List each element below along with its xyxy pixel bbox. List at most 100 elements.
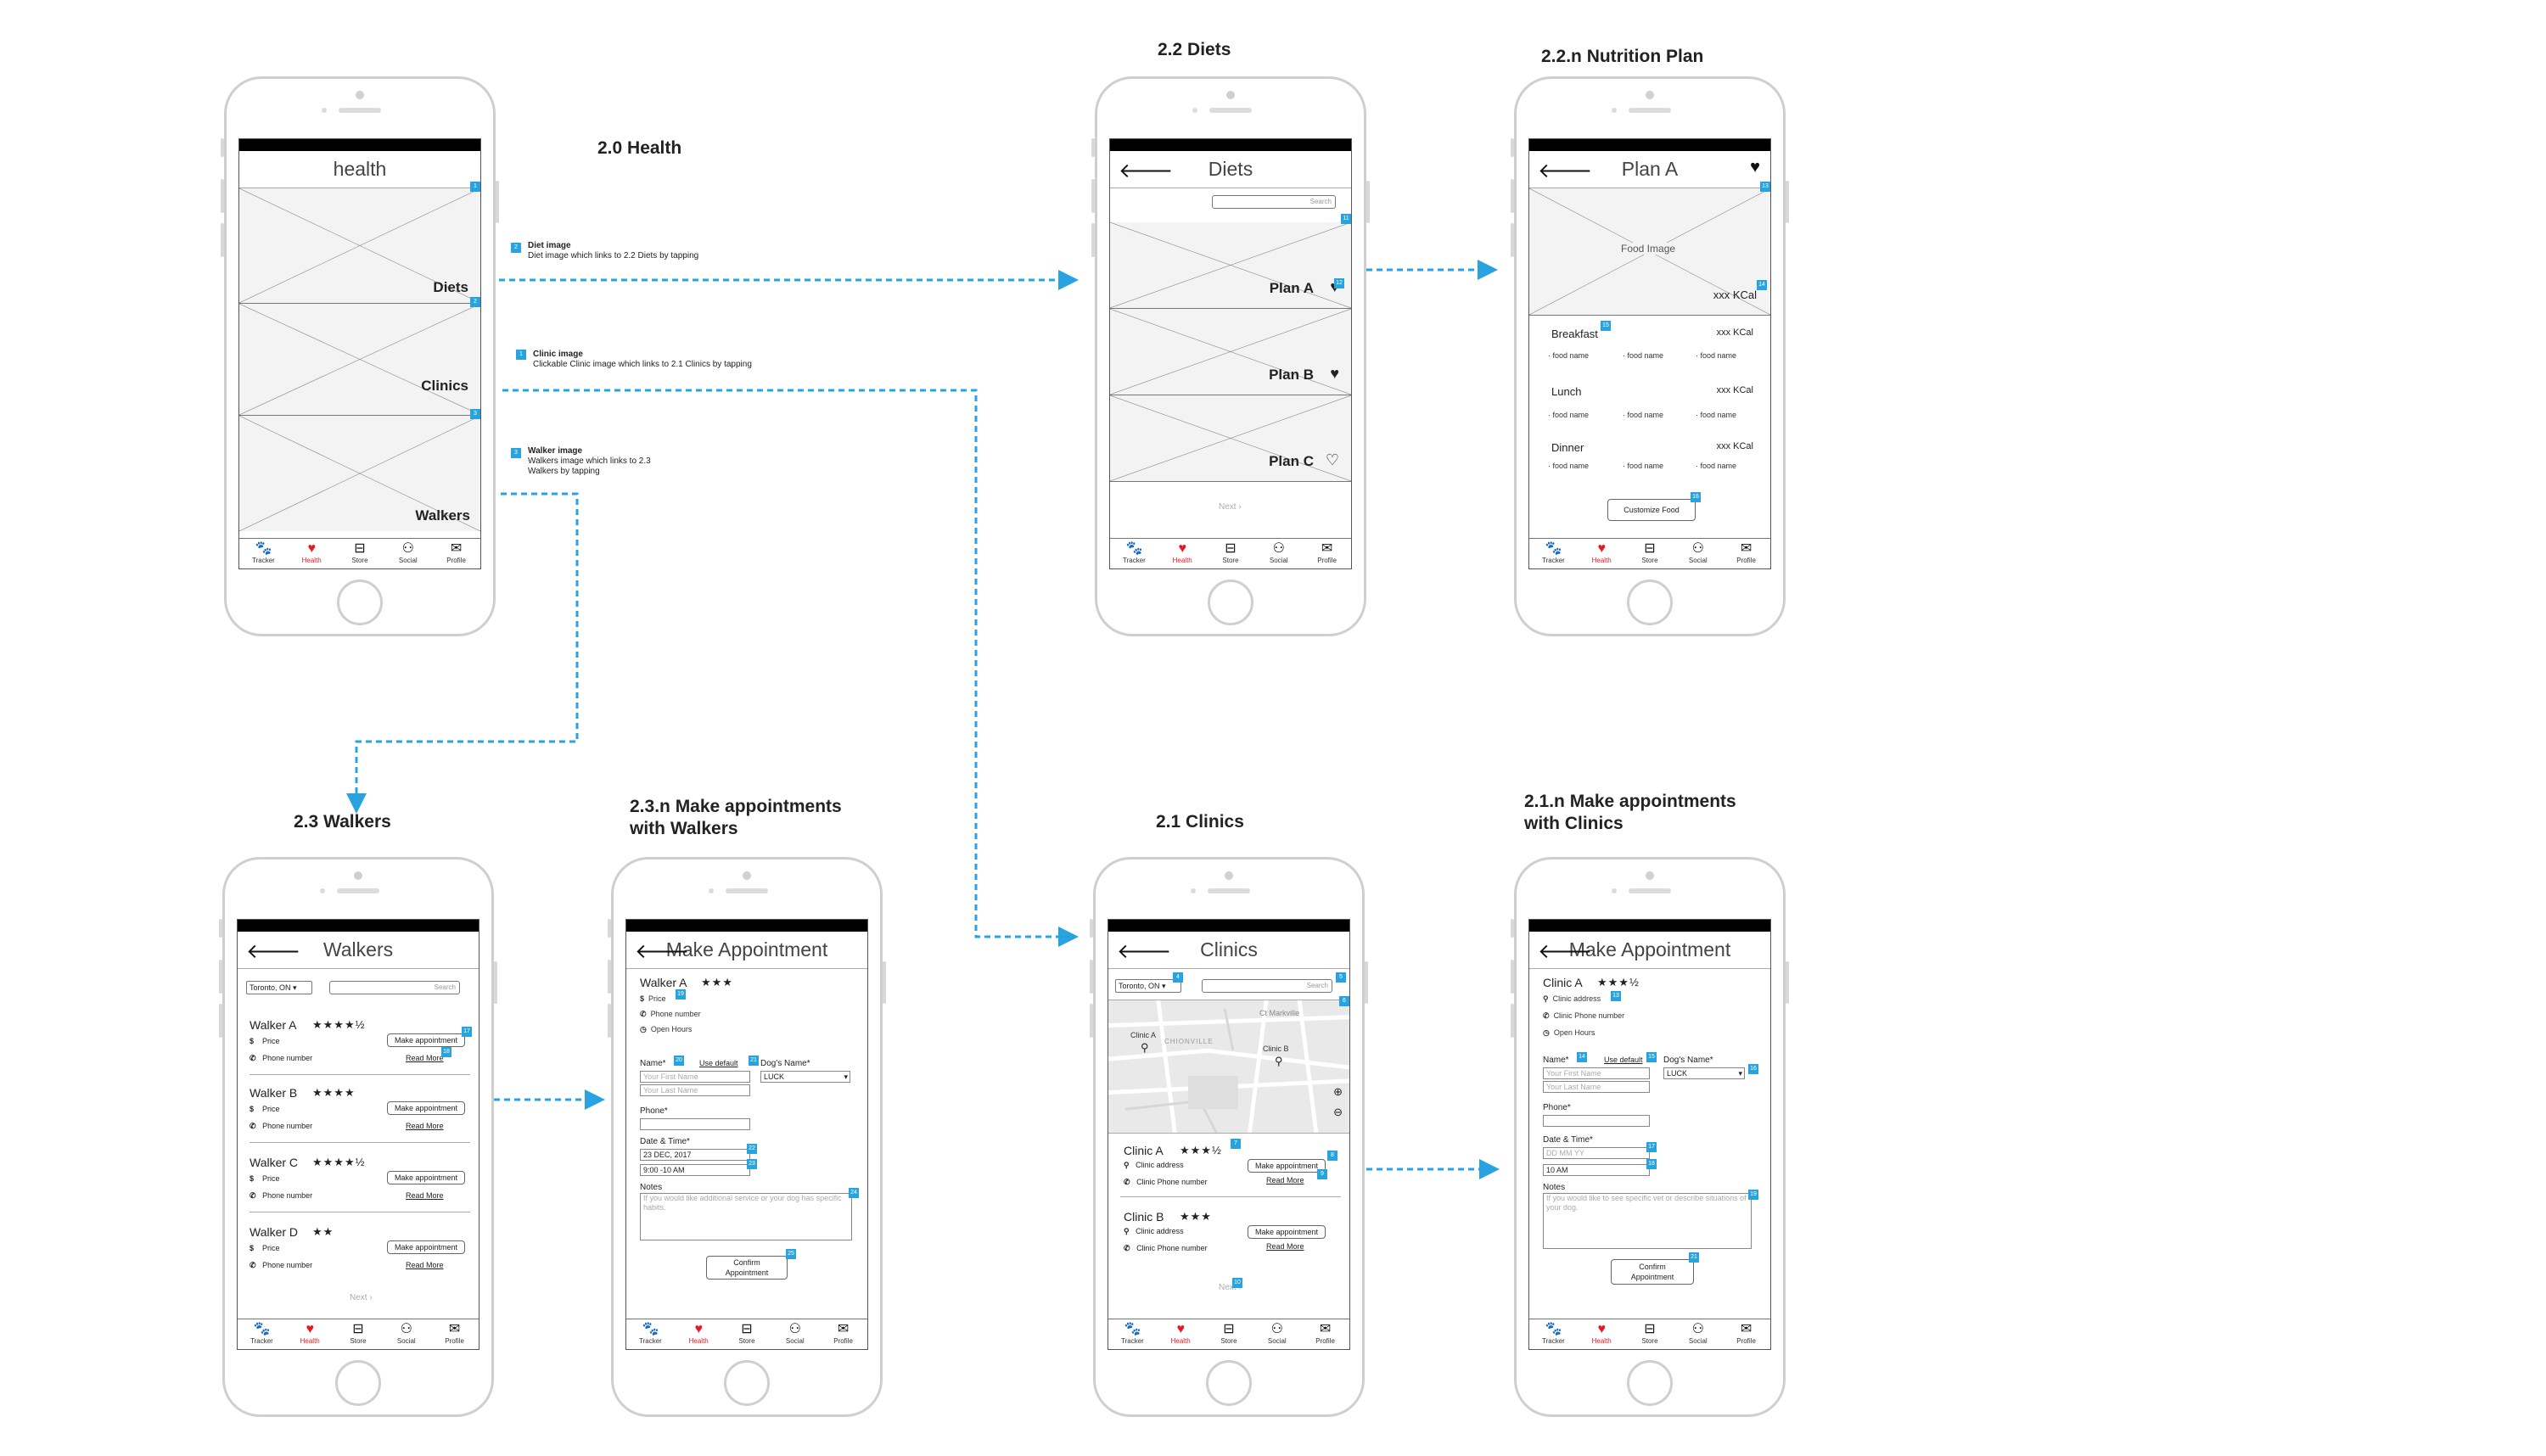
diets-image[interactable]: Diets xyxy=(239,188,480,304)
back-arrow-icon[interactable]: 🡐 xyxy=(1538,940,1593,963)
tab-store[interactable]: ⊟Store xyxy=(1205,1319,1253,1349)
walker-row[interactable]: Walker D ★★ $ Price ✆ Phone number Make … xyxy=(238,1225,479,1285)
tab-tracker[interactable]: 🐾Tracker xyxy=(1110,539,1158,568)
back-arrow-icon[interactable]: 🡐 xyxy=(1117,940,1172,963)
make-appointment-button[interactable]: Make appointment xyxy=(1248,1225,1326,1239)
time-input[interactable]: 10 AM xyxy=(1543,1164,1650,1176)
read-more-link[interactable]: Read More xyxy=(406,1191,444,1200)
search-input[interactable]: Search xyxy=(1212,195,1336,209)
tab-store[interactable]: ⊟Store xyxy=(334,1319,383,1349)
read-more-link[interactable]: Read More xyxy=(406,1122,444,1130)
use-default-link[interactable]: Use default xyxy=(699,1059,738,1067)
tab-store[interactable]: ⊟Store xyxy=(336,539,384,568)
read-more-link[interactable]: Read More xyxy=(406,1261,444,1269)
plan-c-image[interactable]: Plan C ♡ xyxy=(1110,395,1351,482)
tab-tracker[interactable]: 🐾Tracker xyxy=(1108,1319,1157,1349)
tab-store[interactable]: ⊟Store xyxy=(723,1319,771,1349)
notes-textarea[interactable]: If you would like additional service or … xyxy=(640,1193,852,1240)
location-select[interactable]: Toronto, ON ▾ xyxy=(246,981,312,994)
home-button[interactable] xyxy=(1208,580,1253,625)
tab-store[interactable]: ⊟Store xyxy=(1626,1319,1674,1349)
location-select[interactable]: Toronto, ON ▾ xyxy=(1115,979,1181,993)
tab-health[interactable]: ♥Health xyxy=(1578,1319,1626,1349)
tab-tracker[interactable]: 🐾Tracker xyxy=(1529,1319,1578,1349)
tab-social[interactable]: ⚇Social xyxy=(771,1319,819,1349)
home-button[interactable] xyxy=(724,1360,770,1406)
tab-social[interactable]: ⚇Social xyxy=(1674,1319,1722,1349)
use-default-link[interactable]: Use default xyxy=(1604,1056,1643,1064)
make-appointment-button[interactable]: Make appointment xyxy=(1248,1159,1326,1173)
first-name-input[interactable]: Your First Name xyxy=(1543,1067,1650,1079)
make-appointment-button[interactable]: Make appointment xyxy=(387,1171,465,1184)
heart-filled-icon[interactable]: ♥ xyxy=(1750,158,1760,176)
tab-store[interactable]: ⊟Store xyxy=(1207,539,1255,568)
plan-a-image[interactable]: Plan A ♥ xyxy=(1110,222,1351,309)
make-appointment-button[interactable]: Make appointment xyxy=(387,1240,465,1254)
tab-tracker[interactable]: 🐾Tracker xyxy=(239,539,288,568)
notes-textarea[interactable]: If you would like to see specific vet or… xyxy=(1543,1193,1752,1249)
search-input[interactable]: Search xyxy=(329,981,460,994)
last-name-input[interactable]: Your Last Name xyxy=(1543,1081,1650,1093)
back-arrow-icon[interactable]: 🡐 xyxy=(1538,160,1593,182)
date-input[interactable]: 23 DEC, 2017 xyxy=(640,1149,750,1161)
tab-profile[interactable]: ✉Profile xyxy=(430,1319,479,1349)
home-button[interactable] xyxy=(335,1360,381,1406)
map-pin-icon[interactable]: ⚲ xyxy=(1275,1055,1283,1067)
tab-tracker[interactable]: 🐾Tracker xyxy=(1529,539,1578,568)
phone-input[interactable] xyxy=(640,1118,750,1130)
customize-food-button[interactable]: Customize Food xyxy=(1607,499,1696,521)
tab-profile[interactable]: ✉Profile xyxy=(432,539,480,568)
tab-profile[interactable]: ✉Profile xyxy=(1722,1319,1770,1349)
tab-health[interactable]: ♥Health xyxy=(1158,539,1207,568)
map[interactable]: Clinic A ⚲ Clinic B ⚲ Ct Markville CHION… xyxy=(1108,1000,1349,1134)
first-name-input[interactable]: Your First Name xyxy=(640,1071,750,1083)
read-more-link[interactable]: Read More xyxy=(406,1054,444,1062)
tab-store[interactable]: ⊟Store xyxy=(1626,539,1674,568)
tab-profile[interactable]: ✉Profile xyxy=(1722,539,1770,568)
last-name-input[interactable]: Your Last Name xyxy=(640,1084,750,1096)
walkers-image[interactable]: Walkers xyxy=(239,416,480,531)
tab-profile[interactable]: ✉Profile xyxy=(1303,539,1351,568)
read-more-link[interactable]: Read More xyxy=(1266,1176,1304,1184)
home-button[interactable] xyxy=(1627,580,1673,625)
tab-tracker[interactable]: 🐾Tracker xyxy=(626,1319,675,1349)
tab-social[interactable]: ⚇Social xyxy=(1674,539,1722,568)
next-link[interactable]: Next › xyxy=(1219,502,1242,512)
tab-tracker[interactable]: 🐾Tracker xyxy=(238,1319,286,1349)
search-input[interactable]: Search xyxy=(1202,979,1332,993)
home-button[interactable] xyxy=(337,580,383,625)
walker-row[interactable]: Walker A ★★★★½ $ Price ✆ Phone number Ma… xyxy=(238,1018,479,1084)
back-arrow-icon[interactable]: 🡐 xyxy=(246,940,301,963)
map-pin-icon[interactable]: ⚲ xyxy=(1141,1041,1149,1054)
next-link[interactable]: Next › xyxy=(350,1293,373,1302)
tab-social[interactable]: ⚇Social xyxy=(384,539,432,568)
make-appointment-button[interactable]: Make appointment xyxy=(387,1101,465,1115)
read-more-link[interactable]: Read More xyxy=(1266,1242,1304,1251)
back-arrow-icon[interactable]: 🡐 xyxy=(635,940,690,963)
tab-social[interactable]: ⚇Social xyxy=(1254,539,1303,568)
tab-social[interactable]: ⚇Social xyxy=(382,1319,430,1349)
plan-b-image[interactable]: Plan B ♥ xyxy=(1110,309,1351,395)
tab-health[interactable]: ♥Health xyxy=(1578,539,1626,568)
clinic-row[interactable]: Clinic A ★★★½ ⚲ Clinic address ✆ Clinic … xyxy=(1108,1144,1349,1207)
walker-row[interactable]: Walker B ★★★★ $ Price ✆ Phone number Mak… xyxy=(238,1086,479,1152)
tab-health[interactable]: ♥Health xyxy=(286,1319,334,1349)
heart-outline-icon[interactable]: ♡ xyxy=(1325,451,1339,468)
zoom-out-icon[interactable]: ⊖ xyxy=(1333,1106,1343,1118)
tab-health[interactable]: ♥Health xyxy=(288,539,336,568)
tab-health[interactable]: ♥Health xyxy=(1157,1319,1205,1349)
phone-input[interactable] xyxy=(1543,1115,1650,1127)
clinic-row[interactable]: Clinic B ★★★ ⚲ Clinic address ✆ Clinic P… xyxy=(1108,1210,1349,1273)
zoom-in-icon[interactable]: ⊕ xyxy=(1333,1085,1343,1098)
clinics-image[interactable]: Clinics xyxy=(239,304,480,416)
make-appointment-button[interactable]: Make appointment xyxy=(387,1033,465,1047)
heart-filled-icon[interactable]: ♥ xyxy=(1330,365,1339,382)
dog-name-select[interactable]: LUCK▾ xyxy=(1663,1067,1745,1079)
home-button[interactable] xyxy=(1627,1360,1673,1406)
walker-row[interactable]: Walker C ★★★★½ $ Price ✆ Phone number Ma… xyxy=(238,1156,479,1222)
home-button[interactable] xyxy=(1206,1360,1252,1406)
tab-profile[interactable]: ✉Profile xyxy=(819,1319,867,1349)
time-input[interactable]: 9:00 -10 AM xyxy=(640,1164,750,1176)
